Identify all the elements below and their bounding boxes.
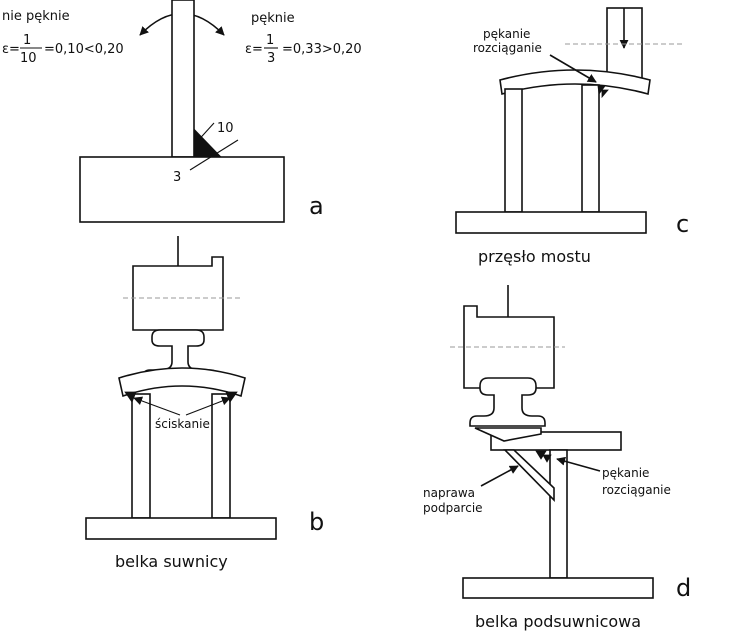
crane-wheel	[132, 256, 224, 331]
dimension-3: 3	[173, 170, 181, 185]
web-right-outer	[211, 393, 231, 519]
arrow-cracking-c	[549, 54, 597, 83]
curved-beam-flange	[118, 367, 246, 398]
girder-web-d	[549, 449, 568, 579]
panel-c: pękanie rozciąganie przęsło mostu c	[455, 7, 689, 266]
panel-label-a: a	[309, 192, 324, 220]
svg-text:1: 1	[266, 33, 274, 48]
annotation-c-line1: pękanie	[483, 27, 530, 41]
arrow-repair	[480, 465, 519, 487]
annotation-repair-line2: podparcie	[423, 501, 483, 515]
arrow-compression-left	[133, 396, 181, 416]
panel-label-d: d	[676, 574, 691, 602]
fillet-weld	[193, 128, 222, 158]
dimension-10: 10	[217, 121, 234, 136]
support-right	[581, 84, 600, 213]
svg-text:3: 3	[267, 51, 275, 66]
annotation-repair-line1: naprawa	[423, 486, 475, 500]
dimension-line-10	[193, 122, 215, 146]
base-plate-c	[455, 211, 647, 234]
annotation-cracking-d-line2: rozciąganie	[602, 483, 671, 497]
base-block	[79, 156, 285, 223]
annotation-cracking-d-line1: pękanie	[602, 466, 649, 480]
web-left-outer	[131, 393, 151, 519]
arrow-cracking-d	[556, 456, 601, 472]
caption-c: przęsło mostu	[478, 247, 591, 266]
svg-text:=0,10<0,20: =0,10<0,20	[44, 42, 124, 57]
svg-text:1: 1	[23, 33, 31, 48]
right-text: pęknie	[251, 11, 295, 26]
panel-b: ściskanie belka suwnicy b	[85, 236, 324, 571]
right-formula: ε= 1 3 =0,33>0,20	[245, 33, 362, 66]
svg-text:ε=: ε=	[2, 42, 20, 57]
base-plate-d	[462, 577, 654, 599]
annotation-compression: ściskanie	[155, 417, 210, 431]
curved-bridge-deck	[499, 69, 651, 96]
diagonal-brace	[503, 449, 555, 502]
panel-label-c: c	[676, 210, 689, 238]
support-left	[504, 88, 523, 213]
base-plate-b	[85, 517, 277, 540]
svg-text:10: 10	[20, 51, 37, 66]
panel-a: 10 3 nie pęknie ε= 1 10 =0,10<0,20 pękni…	[2, 0, 362, 223]
panel-label-b: b	[309, 508, 324, 536]
caption-d: belka podsuwnicowa	[475, 612, 641, 631]
annotation-c-line2: rozciąganie	[473, 41, 542, 55]
weld-d-2	[542, 454, 552, 463]
weld-c-right-2	[601, 89, 609, 99]
dimension-line-weld	[189, 139, 239, 171]
left-text: nie pęknie	[2, 9, 70, 24]
left-formula: ε= 1 10 =0,10<0,20	[2, 33, 124, 66]
repair-plate	[474, 427, 542, 442]
vertical-plate	[171, 0, 195, 158]
arrow-compression-right	[185, 396, 231, 416]
crane-rail-d	[469, 377, 546, 427]
svg-text:=0,33>0,20: =0,33>0,20	[282, 42, 362, 57]
caption-b: belka suwnicy	[115, 552, 228, 571]
panel-d: naprawa podparcie pękanie rozciąganie be…	[423, 285, 691, 631]
svg-text:ε=: ε=	[245, 42, 263, 57]
